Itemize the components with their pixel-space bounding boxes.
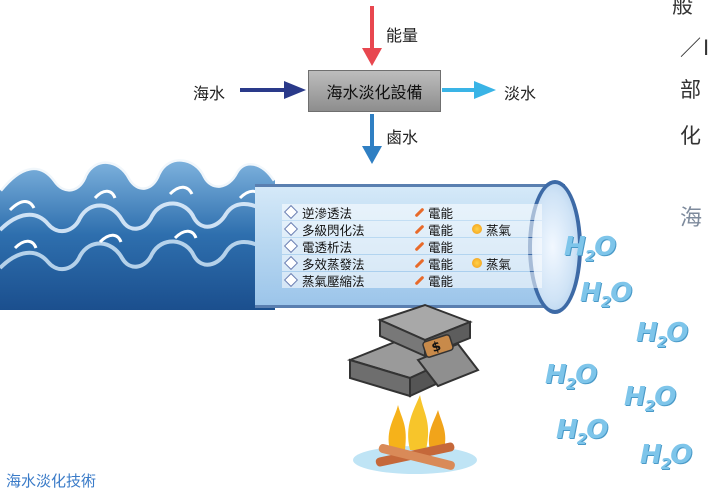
money-stack-icon bbox=[346, 303, 480, 398]
seawater-label: 海水 bbox=[193, 84, 226, 103]
energy-label: 能量 bbox=[386, 26, 419, 45]
desalination-methods-list: 逆滲透法 電能 多級閃化法 電能 蒸氣 電透析法 電能 多效蒸發法 電能 蒸氣 … bbox=[282, 204, 542, 289]
energy-label: 電能 bbox=[428, 256, 454, 272]
side-text-2: ／Ⅰ bbox=[680, 36, 712, 60]
lightning-icon bbox=[414, 275, 425, 285]
diamond-bullet-icon bbox=[283, 255, 299, 271]
energy-label: 電能 bbox=[428, 205, 454, 221]
energy-label: 電能 bbox=[428, 239, 454, 255]
lightning-icon bbox=[414, 241, 425, 251]
method-row: 多效蒸發法 電能 蒸氣 bbox=[282, 254, 542, 273]
desalination-technology-link[interactable]: 海水淡化技術 bbox=[6, 472, 97, 490]
method-energy: 電能 bbox=[414, 254, 472, 273]
h2o-label: H2O bbox=[545, 360, 597, 394]
method-row: 電透析法 電能 bbox=[282, 237, 542, 256]
steam-icon bbox=[472, 258, 482, 268]
energy-label: 電能 bbox=[428, 222, 454, 238]
brine-label: 鹵水 bbox=[386, 128, 419, 147]
ocean-waves-illustration bbox=[0, 156, 275, 310]
side-text-5: 海 bbox=[680, 206, 703, 231]
h2o-label: H2O bbox=[636, 318, 688, 352]
brine-arrow bbox=[362, 114, 382, 164]
steam-icon bbox=[472, 224, 482, 234]
diamond-bullet-icon bbox=[283, 221, 299, 237]
lightning-icon bbox=[414, 224, 425, 234]
h2o-label: H2O bbox=[640, 440, 692, 474]
diamond-bullet-icon bbox=[283, 272, 299, 288]
fire-icon bbox=[353, 395, 477, 474]
side-text-3: 部 bbox=[680, 78, 703, 102]
diamond-bullet-icon bbox=[283, 238, 299, 254]
method-steam: 蒸氣 bbox=[472, 220, 511, 239]
freshwater-label: 淡水 bbox=[504, 84, 537, 103]
method-row: 蒸氣壓縮法 電能 bbox=[282, 271, 542, 290]
h2o-label: H2O bbox=[580, 278, 632, 312]
lightning-icon bbox=[414, 207, 425, 217]
process-box-label: 海水淡化設備 bbox=[326, 83, 423, 102]
method-steam: 蒸氣 bbox=[472, 254, 511, 273]
method-row: 逆滲透法 電能 bbox=[282, 203, 542, 222]
money-and-fire-illustration bbox=[346, 303, 480, 474]
steam-label: 蒸氣 bbox=[486, 256, 512, 272]
energy-label: 電能 bbox=[428, 273, 454, 289]
freshwater-arrow bbox=[442, 81, 496, 99]
method-name: 多效蒸發法 bbox=[302, 256, 365, 272]
method-name: 多級閃化法 bbox=[302, 222, 365, 238]
method-energy: 電能 bbox=[414, 237, 472, 256]
energy-arrow bbox=[362, 6, 382, 66]
method-row: 多級閃化法 電能 蒸氣 bbox=[282, 220, 542, 239]
method-name: 電透析法 bbox=[302, 239, 353, 255]
method-energy: 電能 bbox=[414, 220, 472, 239]
lightning-icon bbox=[414, 258, 425, 268]
steam-label: 蒸氣 bbox=[486, 222, 512, 238]
side-text-4: 化 bbox=[680, 124, 703, 148]
side-text-1: 般 bbox=[672, 0, 695, 18]
method-name: 逆滲透法 bbox=[302, 205, 353, 221]
h2o-label: H2O bbox=[624, 382, 676, 416]
seawater-arrow bbox=[240, 81, 306, 99]
diamond-bullet-icon bbox=[283, 204, 299, 220]
h2o-label: H2O bbox=[556, 415, 608, 449]
method-energy: 電能 bbox=[414, 203, 472, 222]
h2o-label: H2O bbox=[564, 232, 616, 266]
method-name: 蒸氣壓縮法 bbox=[302, 273, 365, 289]
method-energy: 電能 bbox=[414, 271, 472, 290]
desalination-equipment-box: 海水淡化設備 bbox=[308, 70, 441, 112]
